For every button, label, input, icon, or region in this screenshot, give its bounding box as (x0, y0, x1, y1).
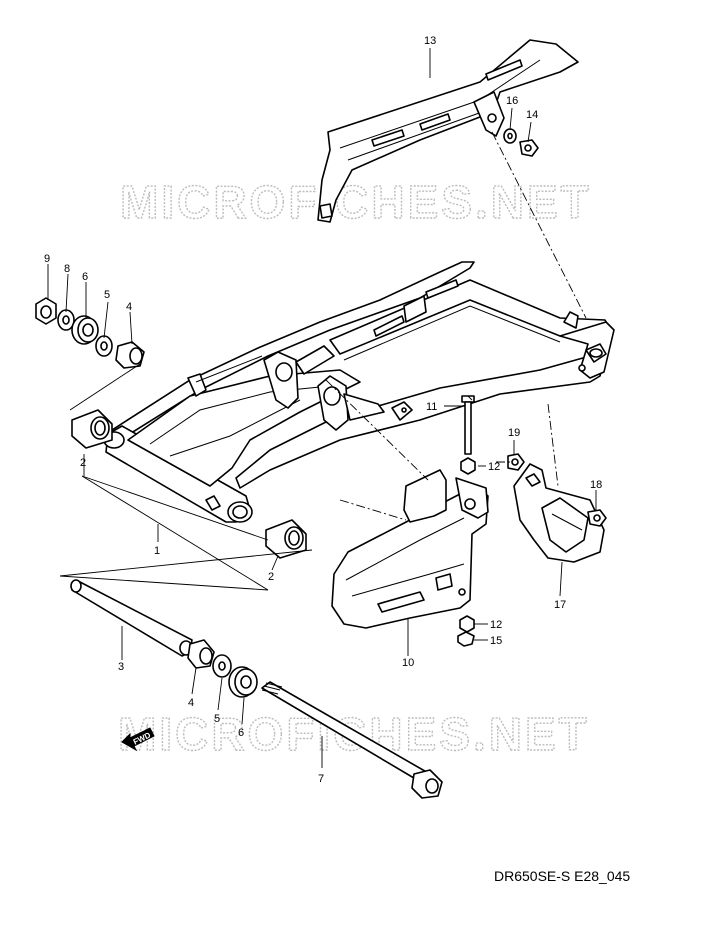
spacer-part-3 (70, 579, 193, 657)
bolt-part-11 (461, 395, 475, 455)
label-2-lower: 2 (268, 571, 274, 583)
label-5: 5 (104, 289, 110, 301)
label-2-upper: 2 (80, 457, 86, 469)
washer-part-8 (57, 309, 75, 331)
chain-case-part-14 (317, 39, 579, 223)
nut-part-12-upper (460, 457, 476, 475)
label-19: 19 (508, 427, 520, 439)
label-4: 4 (126, 301, 132, 313)
collar-part-4 (115, 341, 145, 369)
watermark-top: MICROFICHES.NET (120, 176, 592, 228)
label-18: 18 (590, 479, 602, 491)
chain-guide-part-10 (331, 469, 489, 629)
leader-lines (47, 48, 597, 768)
label-1: 1 (154, 545, 160, 557)
label-14: 13 (424, 35, 436, 47)
nut-part-9 (35, 297, 57, 325)
label-6-lower: 6 (238, 727, 244, 739)
seal-part-6 (71, 315, 99, 345)
bolt-part-15 (519, 139, 539, 157)
label-15: 14 (526, 109, 538, 121)
bushing-part-2-lower (265, 519, 307, 559)
label-7: 7 (318, 773, 324, 785)
label-13: 15 (490, 635, 502, 647)
label-10: 10 (402, 657, 414, 669)
bushing-part-2-upper (71, 409, 113, 449)
label-6: 6 (82, 271, 88, 283)
label-8: 8 (64, 263, 70, 275)
seal-part-6-lower (228, 666, 258, 698)
collar-part-4-lower (187, 639, 215, 669)
label-17: 17 (554, 599, 566, 611)
washer-part-5-lower (212, 654, 232, 678)
nut-part-13 (457, 631, 475, 647)
part-number-labels: 13 16 14 9 8 6 5 4 2 1 2 3 4 5 6 7 11 12… (44, 35, 602, 785)
drawing-code: DR650SE-S E28_045 (494, 868, 631, 884)
chain-guard-part-17 (513, 463, 605, 563)
nut-part-12-lower (459, 615, 475, 633)
pivot-bolt-part-7 (261, 681, 443, 799)
label-5-lower: 5 (214, 713, 220, 725)
label-3: 3 (118, 661, 124, 673)
assembly-lines (59, 131, 587, 591)
bolt-part-19 (507, 453, 525, 471)
bolt-part-18 (587, 509, 607, 527)
washer-part-16 (503, 128, 517, 144)
swingarm-part-1 (103, 261, 615, 523)
label-4-lower: 4 (188, 697, 194, 709)
label-9: 9 (44, 253, 50, 265)
washer-part-5 (95, 335, 113, 357)
label-12-lower: 12 (490, 619, 502, 631)
label-16: 16 (506, 95, 518, 107)
label-12-upper: 12 (488, 461, 500, 473)
label-11: 11 (426, 401, 437, 413)
